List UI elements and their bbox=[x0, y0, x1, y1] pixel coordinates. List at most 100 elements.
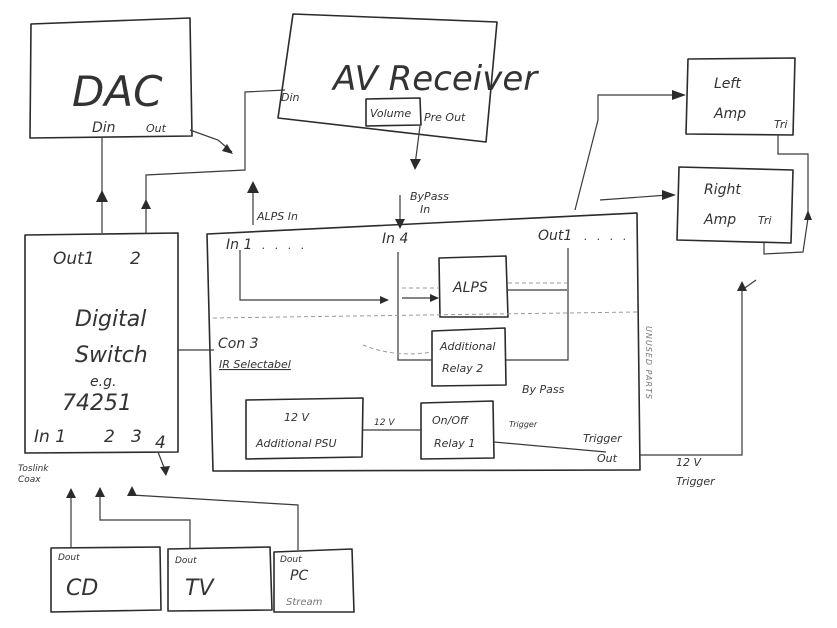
switch-in3-label: 3 bbox=[131, 427, 142, 447]
arrow-tv-icon bbox=[95, 487, 105, 497]
board-out1-dots: . . . . bbox=[584, 230, 629, 243]
switch-in4-label: 4 bbox=[155, 433, 166, 453]
trigger-out-label-1: Trigger bbox=[583, 432, 623, 445]
wire-pc bbox=[131, 488, 299, 550]
alps-in-label: ALPS In bbox=[256, 210, 298, 223]
switch-in2-label: 2 bbox=[104, 427, 115, 447]
board-in4-label: In 4 bbox=[382, 231, 408, 247]
switch-model: 74251 bbox=[62, 391, 132, 416]
pc-dout-label: Dout bbox=[280, 555, 302, 565]
wire-out1-up bbox=[574, 94, 680, 211]
dac-box bbox=[29, 17, 193, 139]
dac-din-label: Din bbox=[92, 120, 116, 136]
wire-in4-down bbox=[397, 252, 432, 361]
av-receiver-din-label: Din bbox=[281, 91, 300, 104]
arrow-bypass-in-icon bbox=[395, 219, 405, 229]
psu-box bbox=[245, 397, 364, 460]
con3-label: Con 3 bbox=[218, 336, 259, 352]
pc-box bbox=[273, 548, 355, 613]
wire-left-trigger bbox=[777, 135, 809, 212]
wire-preout-to-bypass bbox=[414, 125, 421, 166]
wire-relay2-out bbox=[506, 248, 569, 361]
arrow-left-trigger-icon bbox=[804, 210, 812, 220]
wire-unused-line bbox=[212, 311, 638, 319]
arrow-preout-icon bbox=[410, 159, 421, 170]
board-in1-dots: . . . . bbox=[262, 239, 307, 252]
wire-in1-to-alps bbox=[239, 250, 383, 301]
main-board-box bbox=[206, 212, 641, 472]
bypass-in-label-2: In bbox=[420, 203, 430, 216]
switch-eg: e.g. bbox=[90, 374, 116, 390]
tv-label: TV bbox=[185, 576, 215, 601]
relay2-label-1: Additional bbox=[439, 340, 495, 353]
left-amp-title-2: Amp bbox=[713, 106, 746, 122]
wire-out1-right bbox=[599, 194, 669, 201]
bypass-label: By Pass bbox=[522, 383, 565, 396]
toslink-label: Toslink bbox=[18, 464, 49, 474]
board-out1-label: Out1 bbox=[538, 228, 572, 244]
ir-selectable-label: IR Selectabel bbox=[219, 358, 291, 371]
alps-label: ALPS bbox=[452, 280, 488, 296]
alps-box bbox=[438, 255, 509, 318]
dac-title: DAC bbox=[72, 67, 163, 116]
right-amp-title-1: Right bbox=[704, 182, 741, 198]
cd-box bbox=[50, 546, 162, 613]
arrow-in4-alps-icon bbox=[430, 294, 439, 302]
wire-out2-to-receiver bbox=[145, 89, 286, 233]
wire-relay1-to-trigger-out bbox=[493, 441, 607, 453]
digital-switch-box bbox=[24, 232, 179, 454]
volume-box bbox=[365, 97, 422, 127]
wire-tv bbox=[99, 488, 191, 548]
relay1-label-1: On/Off bbox=[432, 414, 469, 427]
arrow-pc-icon bbox=[127, 486, 137, 496]
left-amp-box bbox=[685, 57, 796, 136]
psu-label-1: 12 V bbox=[284, 411, 310, 424]
arrow-to-dac-icon bbox=[96, 190, 108, 202]
wire-relay2-dashed bbox=[362, 344, 433, 355]
right-amp-box bbox=[676, 166, 794, 244]
trigger-12v-label-1: 12 V bbox=[676, 456, 702, 469]
relay1-label-2: Relay 1 bbox=[434, 437, 475, 450]
wire-trigger-out bbox=[640, 279, 757, 456]
trigger-out-label-2: Out bbox=[597, 452, 618, 465]
tv-box bbox=[167, 546, 273, 612]
arrow-to-right-amp-icon bbox=[662, 190, 676, 200]
switch-out1-label: Out1 bbox=[53, 249, 95, 269]
pre-out-label: Pre Out bbox=[424, 111, 466, 124]
av-receiver-title: AV Receiver bbox=[331, 59, 539, 99]
relay2-label-2: Relay 2 bbox=[442, 362, 483, 375]
cd-dout-label: Dout bbox=[58, 553, 80, 563]
arrow-dac-out-icon bbox=[222, 144, 233, 154]
arrow-cd-icon bbox=[66, 488, 76, 498]
arrow-out2-icon bbox=[141, 199, 151, 209]
wire-right-trigger-loop bbox=[763, 217, 809, 255]
switch-in1-label: In 1 bbox=[34, 427, 66, 447]
pc-label-1: PC bbox=[290, 568, 308, 584]
bypass-in-label-1: ByPass bbox=[410, 190, 449, 203]
relay-12v-label: 12 V bbox=[374, 418, 395, 428]
arrow-to-alps-icon bbox=[380, 296, 389, 304]
switch-out2-label: 2 bbox=[130, 249, 141, 269]
av-receiver-box bbox=[277, 13, 498, 143]
switch-name-1: Digital bbox=[75, 307, 146, 332]
unused-parts-label: UNUSED PARTS bbox=[644, 326, 653, 400]
psu-label-2: Additional PSU bbox=[255, 437, 337, 450]
pc-label-2: Stream bbox=[286, 597, 323, 608]
cd-label: CD bbox=[66, 576, 98, 601]
arrow-to-left-amp-icon bbox=[672, 90, 686, 100]
tv-dout-label: Dout bbox=[175, 556, 197, 566]
arrow-right-trigger-icon bbox=[737, 281, 747, 291]
arrow-alps-in-icon bbox=[247, 181, 259, 193]
board-in1-label: In 1 bbox=[226, 237, 252, 253]
coax-label: Coax bbox=[18, 475, 41, 485]
right-amp-trigger-label: Tri bbox=[758, 214, 771, 227]
trigger-12v-label-2: Trigger bbox=[676, 475, 716, 488]
left-amp-trigger-label: Tri bbox=[774, 118, 787, 131]
relay2-box bbox=[431, 327, 507, 387]
relay1-box bbox=[420, 400, 495, 460]
switch-name-2: Switch bbox=[75, 343, 148, 368]
left-amp-title-1: Left bbox=[714, 76, 741, 92]
trigger-small-label: Trigger bbox=[509, 420, 538, 429]
volume-label: Volume bbox=[370, 107, 411, 120]
